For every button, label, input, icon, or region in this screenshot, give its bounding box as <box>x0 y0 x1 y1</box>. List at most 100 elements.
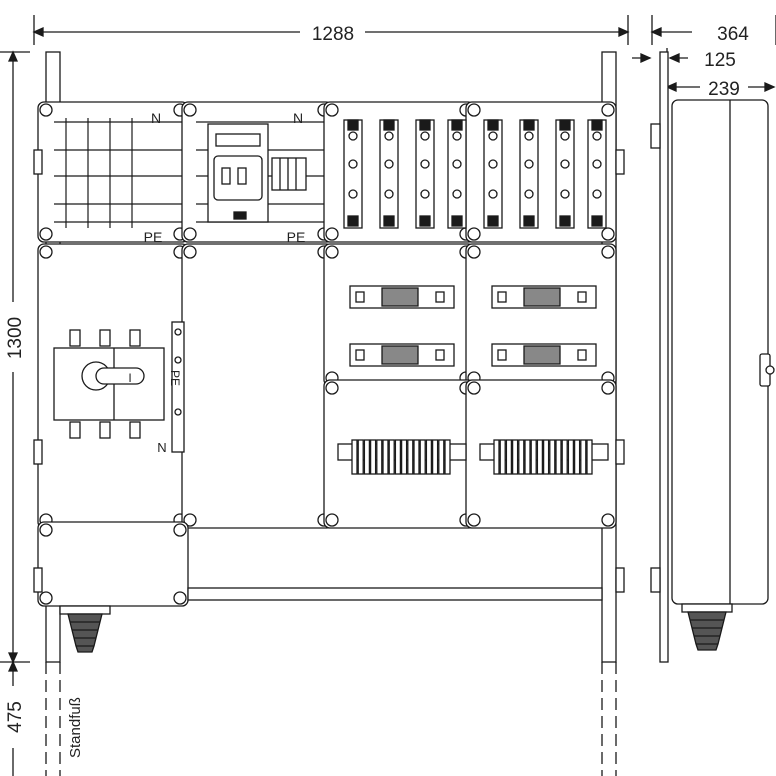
side-tab <box>33 567 43 593</box>
fuse-contact <box>384 189 394 199</box>
corner-screw <box>325 103 339 117</box>
terminal-block <box>419 439 426 475</box>
side-view <box>650 51 775 663</box>
corner-screw <box>183 245 197 259</box>
dimension-height: 1300 <box>0 50 30 664</box>
terminal-block <box>567 439 575 475</box>
dim-364-label: 364 <box>717 24 749 45</box>
module-busbar-n-pe: N PE <box>54 110 182 245</box>
terminal-block <box>431 439 439 475</box>
corner-screw <box>601 245 615 259</box>
side-tab <box>33 149 43 175</box>
module-fuse-bank <box>343 119 607 229</box>
fuse-cap <box>559 119 571 131</box>
module-breakers <box>349 285 597 367</box>
corner-screw <box>39 245 53 259</box>
terminal-block <box>549 439 556 475</box>
fuse-contact <box>420 189 430 199</box>
busbar-neutral-label: N <box>151 110 161 126</box>
corner-screw <box>467 513 481 527</box>
breaker-terminal <box>577 291 587 303</box>
corner-screw <box>325 245 339 259</box>
meter-pe-label: PE <box>287 229 306 245</box>
side-tab <box>615 567 625 593</box>
terminal-block <box>573 439 581 475</box>
terminal-block <box>376 439 383 475</box>
terminal-block <box>536 439 544 475</box>
terminal-block <box>425 439 433 475</box>
corner-screw <box>325 227 339 241</box>
terminal-block <box>586 439 593 475</box>
fuse-contact <box>488 189 498 199</box>
terminal-block <box>505 439 513 475</box>
breaker-terminal <box>577 349 587 361</box>
corner-screw <box>325 513 339 527</box>
terminal-block <box>413 439 420 475</box>
terminal-block <box>555 439 562 475</box>
fuse-contact <box>384 131 394 141</box>
fuse-contact <box>524 189 534 199</box>
fuse-contact <box>592 131 602 141</box>
side-tab <box>33 439 43 465</box>
breaker-terminal <box>497 349 507 361</box>
fuse-cap <box>347 119 359 131</box>
corner-screw <box>183 513 197 527</box>
terminal-block <box>388 439 395 475</box>
breaker-terminal <box>435 349 445 361</box>
fuse-contact <box>452 131 462 141</box>
breaker-grille <box>381 345 419 365</box>
fuse-cap <box>419 119 431 131</box>
fuse-contact <box>592 159 602 169</box>
corner-screw <box>601 513 615 527</box>
module-terminal-blocks <box>337 439 609 475</box>
fuse-contact <box>524 131 534 141</box>
corner-screw <box>39 103 53 117</box>
corner-screw <box>39 591 53 605</box>
dim-125-label: 125 <box>704 50 736 71</box>
fuse-contact <box>592 189 602 199</box>
fuse-contact <box>560 159 570 169</box>
module-meter-panel: N PE <box>196 110 324 245</box>
module-main-switch: I PE N <box>53 321 185 455</box>
fuse-cap <box>559 215 571 227</box>
corner-screw <box>325 381 339 395</box>
corner-screw <box>467 245 481 259</box>
fuse-cap <box>383 215 395 227</box>
terminal-block <box>493 439 500 475</box>
fuse-contact <box>524 159 534 169</box>
fuse-cap <box>451 215 463 227</box>
cable-gland-bottom <box>59 605 111 653</box>
switch-pe-label: PE <box>168 370 182 386</box>
dimension-depth-front: 125 <box>632 48 736 71</box>
dimension-depth-body: 239 <box>665 78 776 100</box>
bottom-crossbar <box>187 587 603 601</box>
dimension-foot: 475 <box>5 660 26 776</box>
terminal-block <box>524 439 531 475</box>
switch-neutral-label: N <box>157 440 166 455</box>
breaker-grille <box>381 287 419 307</box>
terminal-block <box>400 439 408 475</box>
dim-1288-label: 1288 <box>312 24 354 45</box>
side-tab <box>615 149 625 175</box>
breaker-terminal <box>497 291 507 303</box>
dimension-width-total: 1288 <box>32 15 630 45</box>
terminal-block <box>363 439 371 475</box>
corner-screw <box>183 227 197 241</box>
terminal-block <box>357 439 364 475</box>
dim-475-label: 475 <box>5 701 26 733</box>
switch-handle-mark: I <box>128 371 131 385</box>
corner-screw <box>183 103 197 117</box>
breaker-terminal <box>355 349 365 361</box>
dim-1300-label: 1300 <box>5 317 26 359</box>
fuse-contact <box>488 131 498 141</box>
fuse-contact <box>488 159 498 169</box>
fuse-cap <box>487 215 499 227</box>
fuse-cap <box>523 119 535 131</box>
fuse-cap <box>383 119 395 131</box>
fuse-cap <box>451 119 463 131</box>
fuse-cap <box>591 119 603 131</box>
breaker-grille <box>523 345 561 365</box>
fuse-contact <box>560 131 570 141</box>
